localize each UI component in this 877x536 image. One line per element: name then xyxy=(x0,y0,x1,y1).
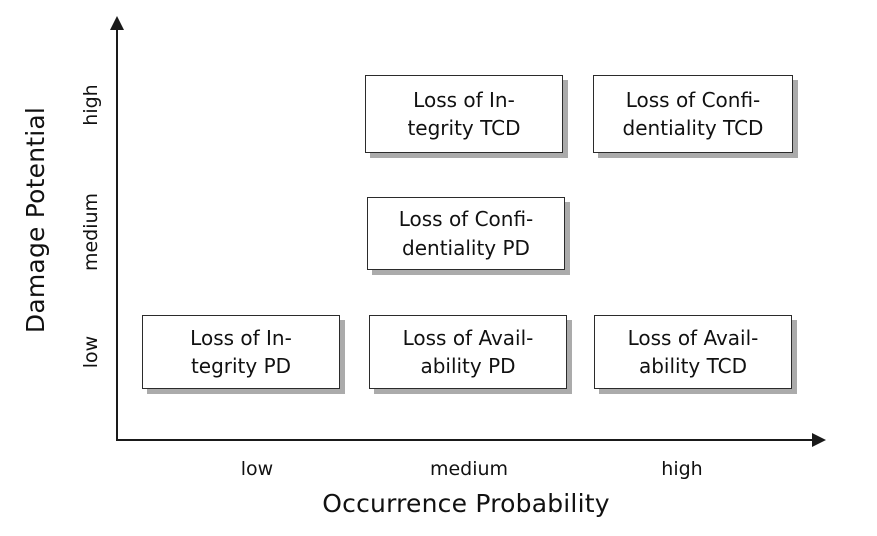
x-tick-label-medium: medium xyxy=(429,458,509,480)
x-axis-line xyxy=(116,439,816,441)
risk-cell-line1: Loss of Avail- xyxy=(402,325,534,350)
risk-cell-line2: ability PD xyxy=(420,354,516,378)
risk-cell-line2: tegrity PD xyxy=(190,354,292,378)
y-tick-label-high: high xyxy=(80,84,102,126)
x-axis-arrow-icon xyxy=(812,433,826,447)
risk-cell-line1: Loss of Avail- xyxy=(627,325,759,350)
risk-cell-line2: dentiality TCD xyxy=(622,116,764,140)
x-tick-label-low: low xyxy=(240,458,274,480)
risk-cell-line1: Loss of Confi- xyxy=(625,87,761,112)
risk-cell-line2: dentiality PD xyxy=(402,235,530,260)
risk-cell-loss-of-integrity-tcd[interactable]: Loss of In- tegrity TCD xyxy=(365,75,563,153)
x-axis-title: Occurrence Probability xyxy=(322,489,610,518)
risk-cell-line1: Loss of In- xyxy=(413,87,515,112)
risk-cell-line2: tegrity TCD xyxy=(407,116,521,140)
risk-cell-loss-of-confidentiality-pd[interactable]: Loss of Confi- dentiality PD xyxy=(367,197,565,270)
y-tick-label-medium: medium xyxy=(80,192,102,272)
y-axis-line xyxy=(116,28,118,441)
risk-cell-line1: Loss of Confi- xyxy=(398,207,534,232)
risk-cell-loss-of-availability-pd[interactable]: Loss of Avail- ability PD xyxy=(369,315,567,389)
x-tick-label-high: high xyxy=(661,458,703,480)
y-axis-arrow-icon xyxy=(110,16,124,30)
y-tick-label-low: low xyxy=(80,335,102,369)
risk-cell-loss-of-availability-tcd[interactable]: Loss of Avail- ability TCD xyxy=(594,315,792,389)
risk-cell-loss-of-integrity-pd[interactable]: Loss of In- tegrity PD xyxy=(142,315,340,389)
risk-cell-line2: ability TCD xyxy=(638,354,748,378)
y-axis-title: Damage Potential xyxy=(21,106,50,334)
risk-cell-loss-of-confidentiality-tcd[interactable]: Loss of Confi- dentiality TCD xyxy=(593,75,793,153)
risk-cell-line1: Loss of In- xyxy=(190,325,292,350)
